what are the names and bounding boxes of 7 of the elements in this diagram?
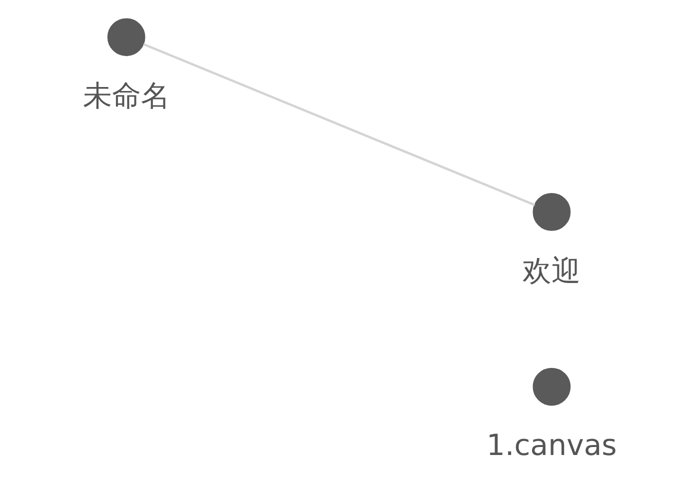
node-label: 1.canvas [486,428,617,462]
node-circle [532,368,571,406]
node-label: 未命名 [82,78,170,113]
node-circle [532,193,571,231]
connector [143,43,536,206]
node-circle [107,18,146,56]
node-label: 欢迎 [522,253,581,288]
